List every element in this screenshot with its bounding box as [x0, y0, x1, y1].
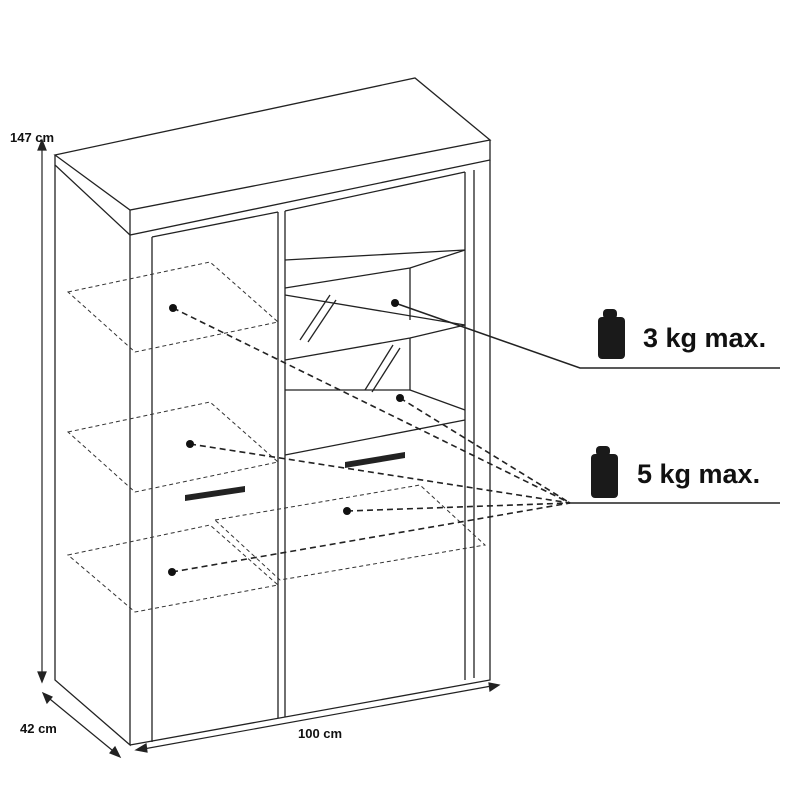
dimension-lines [37, 138, 501, 759]
load-label-3kg: 3 kg max. [643, 323, 767, 353]
load-label-5kg: 5 kg max. [637, 459, 761, 489]
cabinet-side [54, 165, 131, 747]
leaders-5kg [171, 307, 571, 573]
weight-icon [591, 446, 618, 498]
leader-3kg [394, 302, 780, 369]
depth-label: 42 cm [20, 721, 57, 736]
cabinet-front [129, 160, 491, 746]
door-handle-right [345, 452, 405, 468]
shelf-2 [66, 401, 280, 493]
weight-icon [598, 309, 625, 359]
shelf-4 [213, 484, 487, 581]
width-label: 100 cm [298, 726, 343, 741]
door-handle-left [185, 486, 245, 501]
cabinet-top [53, 77, 492, 211]
height-label: 147 cm [10, 130, 55, 145]
